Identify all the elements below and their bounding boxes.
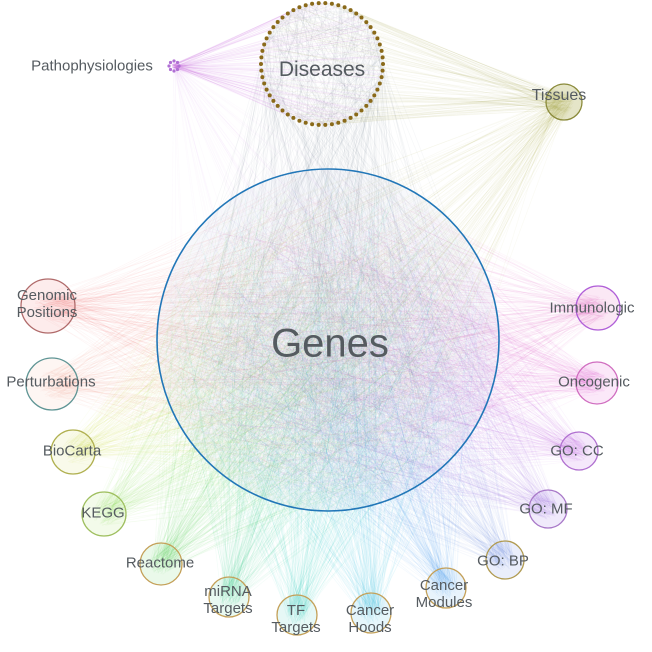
node-diseases[interactable] xyxy=(259,1,385,127)
node-label-kegg[interactable]: KEGG xyxy=(81,504,125,522)
node-label-diseases[interactable]: Diseases xyxy=(278,58,366,82)
node-label-immunologic[interactable]: Immunologic xyxy=(549,299,635,317)
node-reactome[interactable] xyxy=(139,542,183,586)
edge-bundle-reactome-genes xyxy=(149,181,490,575)
node-genomic-positions[interactable] xyxy=(20,278,76,334)
node-go-bp[interactable] xyxy=(485,540,525,580)
node-label-oncogenic[interactable]: Oncogenic xyxy=(558,373,630,391)
edge-bundle-go-mf-genes xyxy=(178,180,559,520)
node-perturbations[interactable] xyxy=(25,357,79,411)
node-label-perturbations[interactable]: Perturbations xyxy=(6,373,96,391)
node-label-biocarta[interactable]: BioCarta xyxy=(42,442,102,460)
node-label-go-cc[interactable]: GO: CC xyxy=(550,442,604,460)
node-label-reactome[interactable]: Reactome xyxy=(125,554,195,572)
node-immunologic[interactable] xyxy=(575,285,621,331)
edge-bundle-diseases-diseases xyxy=(260,2,384,126)
edge-bundle-cancer-modules-genes xyxy=(165,174,489,599)
node-label-genes[interactable]: Genes xyxy=(271,321,389,366)
edge-bundle-tissues-genes xyxy=(163,91,574,497)
node-label-go-mf[interactable]: GO: MF xyxy=(519,500,573,518)
edge-bundle-pathophysiologies-diseases xyxy=(171,2,383,126)
node-cancer-hoods[interactable] xyxy=(350,592,392,634)
edge-bundle-mirna-targets-genes xyxy=(170,178,475,608)
edge-bundle-genomic-positions-genes xyxy=(33,177,488,496)
edge-bundle-go-bp-genes xyxy=(173,183,516,570)
node-label-go-bp[interactable]: GO: BP xyxy=(477,552,529,570)
node-label-cancer-hoods[interactable]: Cancer Hoods xyxy=(345,602,395,636)
node-cancer-modules[interactable] xyxy=(425,567,467,609)
edge-layer xyxy=(33,2,611,626)
edge-bundle-perturbations-genes xyxy=(37,185,488,496)
edge-bundle-immunologic-genes xyxy=(167,184,611,501)
node-label-tf-targets[interactable]: TF Targets xyxy=(271,602,321,636)
edge-bundle-diseases-genes xyxy=(166,2,490,504)
edge-bundle-cancer-hoods-genes xyxy=(168,177,489,624)
node-label-mirna-targets[interactable]: miRNA Targets xyxy=(203,583,253,617)
node-oncogenic[interactable] xyxy=(575,361,619,405)
edge-bundle-oncogenic-genes xyxy=(166,179,608,500)
node-label-tissues[interactable]: Tissues xyxy=(531,87,587,105)
edge-bundle-kegg-genes xyxy=(93,200,481,527)
node-pathophysiologies[interactable] xyxy=(167,59,181,73)
node-tf-targets[interactable] xyxy=(276,594,318,636)
edge-bundle-tissues-diseases xyxy=(260,2,574,126)
node-go-mf[interactable] xyxy=(528,489,568,529)
edge-bundle-go-cc-genes xyxy=(166,175,590,490)
node-label-cancer-modules[interactable]: Cancer Modules xyxy=(415,577,473,611)
node-biocarta[interactable] xyxy=(50,429,96,475)
node-label-pathophysiologies[interactable]: Pathophysiologies xyxy=(31,57,153,75)
node-label-genomic-positions[interactable]: Genomic Positions xyxy=(16,287,78,321)
node-layer xyxy=(20,1,621,636)
node-mirna-targets[interactable] xyxy=(208,576,250,618)
edge-bundle-tf-targets-genes xyxy=(165,187,488,626)
edge-bundle-biocarta-genes xyxy=(60,176,492,501)
node-tissues[interactable] xyxy=(545,83,583,121)
node-kegg[interactable] xyxy=(81,491,127,537)
node-go-cc[interactable] xyxy=(559,431,599,471)
node-genes[interactable] xyxy=(156,168,500,512)
